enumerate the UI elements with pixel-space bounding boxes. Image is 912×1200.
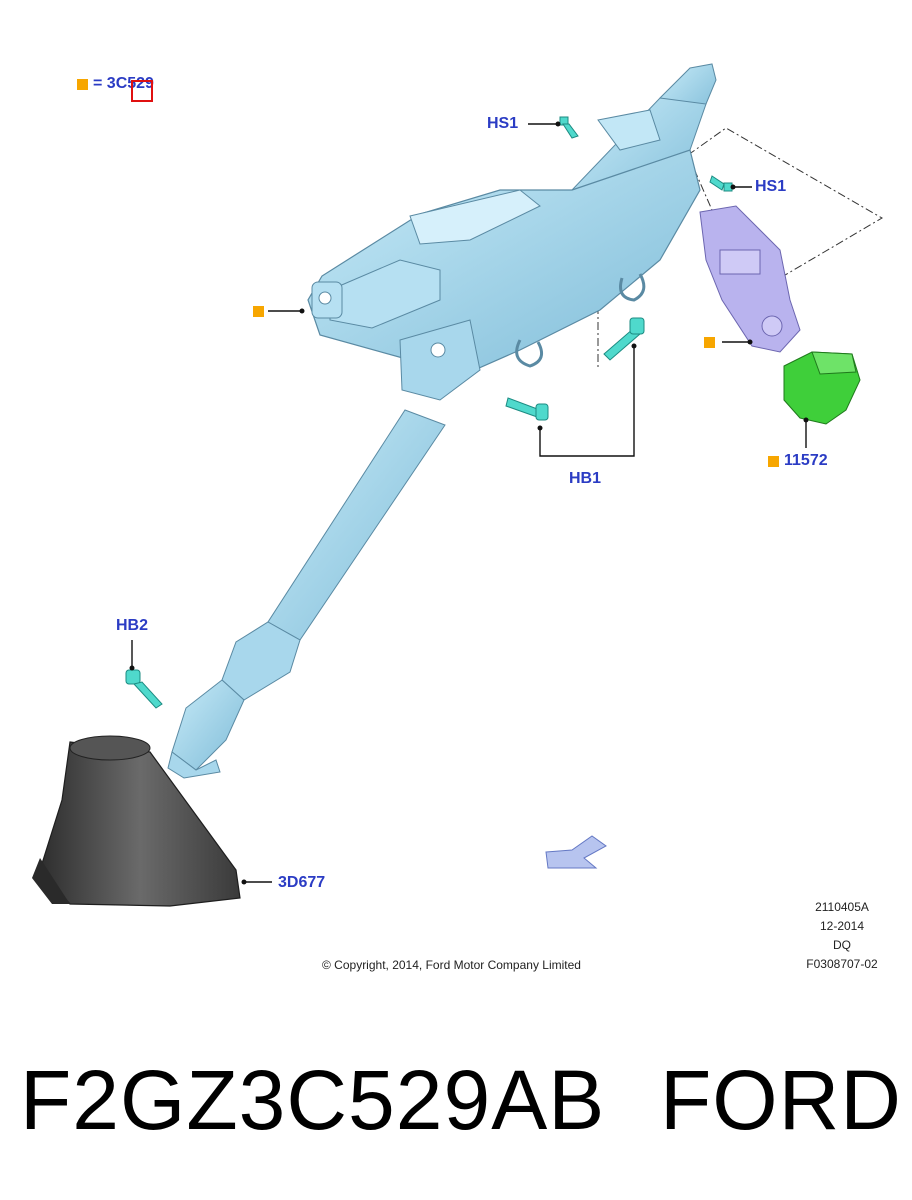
steering-boot-3d677 bbox=[32, 735, 241, 907]
callout-3d677: 3D677 bbox=[278, 874, 326, 891]
legend-text: = 3C529 bbox=[93, 75, 154, 92]
marker-sensor-icon bbox=[768, 456, 779, 467]
callout-hb1: HB1 bbox=[569, 470, 602, 487]
marker-column-icon bbox=[253, 306, 264, 317]
callout-hs1-right: HS1 bbox=[755, 178, 787, 195]
steering-column-housing bbox=[307, 109, 701, 401]
highlight-box bbox=[131, 80, 153, 102]
callout-hs1-top: HS1 bbox=[487, 115, 519, 132]
leader-lines bbox=[131, 123, 807, 883]
brand-name: FORD bbox=[660, 1053, 902, 1147]
callout-11572: 11572 bbox=[784, 452, 828, 469]
front-direction-arrow-icon bbox=[545, 835, 607, 869]
drawing-id: 2110405A bbox=[815, 900, 869, 914]
intermediate-shaft bbox=[167, 409, 446, 779]
ignition-switch-housing bbox=[699, 205, 801, 353]
bolt-hb2 bbox=[125, 669, 163, 709]
drawing-date: 12-2014 bbox=[819, 919, 865, 933]
copyright-notice: © Copyright, 2014, Ford Motor Company Li… bbox=[322, 958, 581, 972]
bolt-hs1-top bbox=[559, 116, 579, 139]
bolt-hb1-left bbox=[505, 397, 549, 421]
leader-dots bbox=[129, 121, 809, 885]
drawing-code: DQ bbox=[833, 938, 851, 952]
legend-marker-icon bbox=[77, 79, 88, 90]
callout-hb2: HB2 bbox=[116, 617, 149, 634]
bolt-hb1-right bbox=[603, 317, 645, 361]
drawing-ref: F0308707-02 bbox=[806, 957, 878, 971]
part-number: F2GZ3C529AB bbox=[20, 1053, 606, 1147]
marker-switch-icon bbox=[704, 337, 715, 348]
sensor-11572 bbox=[783, 351, 861, 425]
bolt-hs1-right bbox=[709, 175, 733, 192]
exploded-view-drawing bbox=[32, 63, 883, 907]
